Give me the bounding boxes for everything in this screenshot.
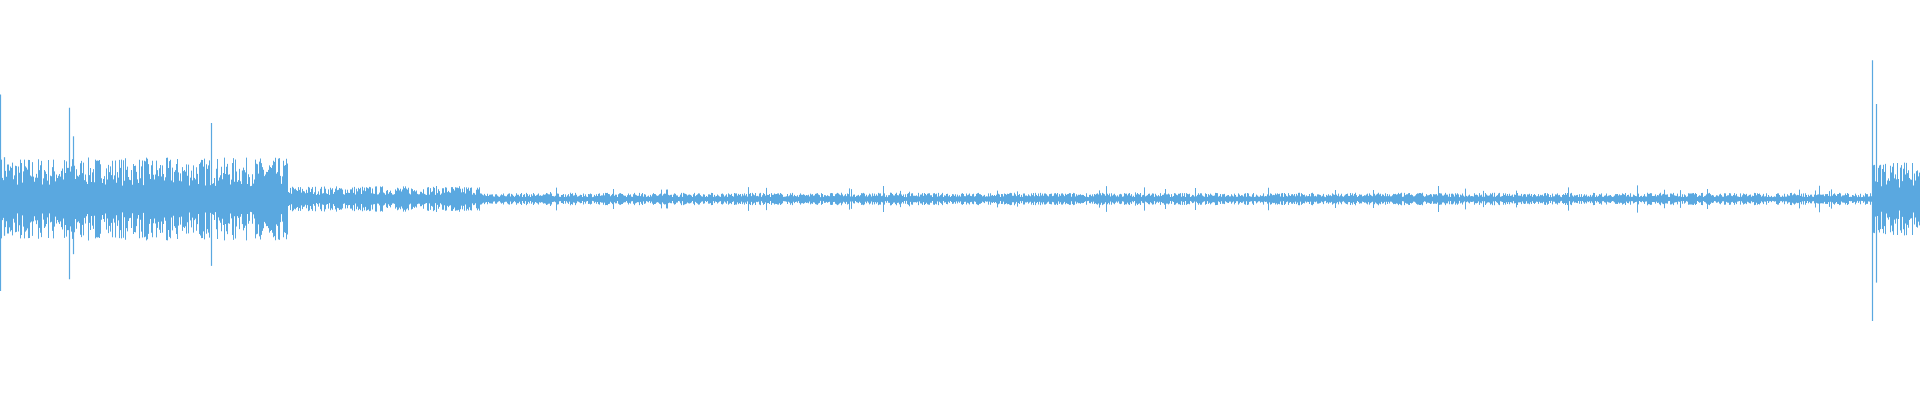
waveform-bars [0,60,1920,322]
